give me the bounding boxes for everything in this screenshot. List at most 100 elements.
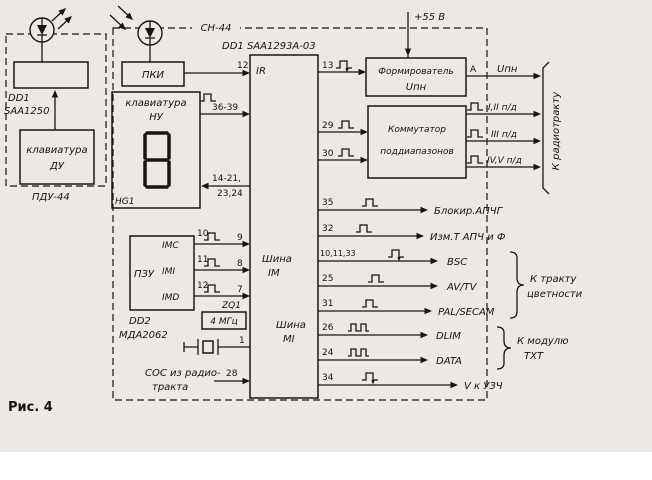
crystal-freq-box [201, 311, 247, 330]
display-pins-1: 14-21, [212, 174, 241, 184]
output-label: PAL/SECAM [438, 307, 495, 318]
remote-ic-part: SAA1250 [4, 106, 49, 117]
output-pin: 26 [322, 323, 334, 333]
soc-pin: 28 [226, 369, 238, 379]
crystal-ref: ZQ1 [221, 301, 241, 311]
remote-ic-ref: DD1 [8, 93, 30, 104]
band-commutator-box [367, 105, 467, 179]
crystal-freq: 4 МГц [210, 317, 238, 327]
txt-group: К модулю ТХТ [496, 326, 569, 370]
uph-former-label-2: Uпн [406, 82, 427, 93]
output-label: AV/TV [446, 282, 478, 293]
output-pin: 34 [322, 373, 334, 383]
imi-pin-to: 8 [237, 259, 243, 269]
bus-im-label-2: IM [268, 268, 280, 279]
output-label: V к УЗЧ [464, 381, 503, 392]
remote-unit-name: ПДУ-44 [32, 192, 70, 203]
uph-former-box [365, 57, 467, 97]
txt-label-2: ТХТ [524, 351, 544, 362]
output-pin: 32 [322, 224, 333, 234]
cpu-label: DD1 SAA1293A-03 [222, 41, 316, 52]
cpu-ir-label: IR [256, 66, 266, 77]
chroma-brace [509, 251, 525, 319]
keyboard-pins: 36-39 [212, 103, 238, 113]
output-pal-secam: 31 PAL/SECAM [318, 299, 495, 318]
chroma-label-1: К тракту [530, 274, 577, 285]
local-keyboard-label-1: клавиатура [125, 98, 186, 109]
output-av-tv: 25 AV/TV [318, 274, 478, 293]
chassis-dashed-border [112, 27, 488, 401]
crystal-pin: 1 [239, 336, 245, 346]
commutator-label-1: Коммутатор [388, 125, 446, 135]
display-pins-2: 23,24 [217, 189, 243, 199]
cpu-box [249, 54, 319, 399]
chroma-label-2: цветности [527, 289, 583, 300]
output-label: DATA [436, 356, 462, 367]
output-blokir-apchg: 35 Блокир.АПЧГ [318, 198, 504, 217]
figure-caption: Рис. 4 [8, 400, 53, 415]
keyboard-display-unit: клавиатура НУ HG1 [111, 91, 201, 209]
uph-out-label: Uпн [497, 64, 518, 75]
uph-out-a: A [470, 65, 477, 75]
bus-mi-label-2: MI [283, 334, 295, 345]
txt-brace [496, 326, 512, 370]
rom-ref-2: МДА2062 [119, 330, 168, 341]
pki-label: ПКИ [142, 70, 165, 81]
rom-unit: ПЗУ IMC IMI IMD DD2 МДА2062 [119, 235, 195, 341]
seven-segment-display-icon [143, 131, 171, 189]
supply-label: +55 В [414, 12, 445, 23]
output-pin: 35 [322, 198, 333, 208]
remote-keyboard-box [19, 129, 95, 185]
output-izm-apchif: 32 Изм.Т АПЧ и Ф [318, 224, 506, 243]
commutator-pin-2: 30 [322, 149, 334, 159]
remote-encoder-box [13, 61, 89, 89]
rom-signal-imd: IMD [162, 293, 179, 303]
radio-tract-label: К радиотракту [551, 91, 562, 170]
imi-pin-from: 11 [197, 255, 208, 265]
output-pin: 25 [322, 274, 333, 284]
band-label-3: IV,V п/д [487, 156, 522, 166]
rom-ref-1: DD2 [129, 316, 151, 327]
bus-im-label-1: Шина [262, 254, 292, 265]
output-pin: 10,11,33 [320, 249, 356, 258]
bus-mi-label-1: Шина [276, 320, 306, 331]
remote-unit: DD1 SAA1250 клавиатура ДУ ПДУ-44 [4, 5, 107, 203]
remote-dashed-border [5, 33, 107, 187]
crystal-icon [183, 339, 250, 355]
imc-pin-to: 9 [237, 233, 243, 243]
radio-tract-bracket: К радиотракту [542, 61, 562, 195]
output-pin: 31 [322, 299, 333, 309]
ir-receiver-icon [109, 5, 163, 46]
pki-pin: 12 [237, 61, 248, 71]
output-label: BSC [447, 257, 467, 268]
rom-box [129, 235, 195, 311]
rom-signal-imi: IMI [162, 267, 175, 277]
rom-signal-imc: IMC [162, 241, 179, 251]
output-label: Изм.Т АПЧ и Ф [430, 232, 506, 243]
soc-label-2: тракта [152, 382, 188, 393]
output-pin: 24 [322, 348, 334, 358]
chroma-group: К тракту цветности [509, 251, 583, 319]
crystal-unit: ZQ1 4 МГц 1 [183, 301, 250, 355]
ir-emitter-icon [29, 5, 75, 43]
imd-pin-from: 12 [197, 281, 208, 291]
output-data: 24 DATA [318, 348, 462, 367]
uph-former-label-1: Формирователь [378, 67, 453, 77]
former-pin: 13 [322, 61, 333, 71]
rom-label: ПЗУ [134, 269, 155, 280]
local-keyboard-label-2: НУ [149, 112, 164, 123]
soc-label-1: СОС из радио- [145, 368, 221, 379]
output-bsc: 10,11,33 BSC [318, 249, 467, 268]
commutator-label-2: поддиапазонов [380, 147, 454, 157]
output-dlim: 26 DLIM [318, 323, 461, 342]
remote-keyboard-label-1: клавиатура [26, 145, 87, 156]
commutator-pin-1: 29 [322, 121, 334, 131]
display-ref: HG1 [115, 197, 134, 207]
output-label: DLIM [436, 331, 461, 342]
output-label: Блокир.АПЧГ [434, 206, 504, 217]
pki-box [121, 61, 185, 87]
chassis-name: CH-44 [201, 23, 232, 34]
keyboard-display-box [111, 91, 201, 209]
remote-keyboard-label-2: ДУ [49, 161, 65, 172]
